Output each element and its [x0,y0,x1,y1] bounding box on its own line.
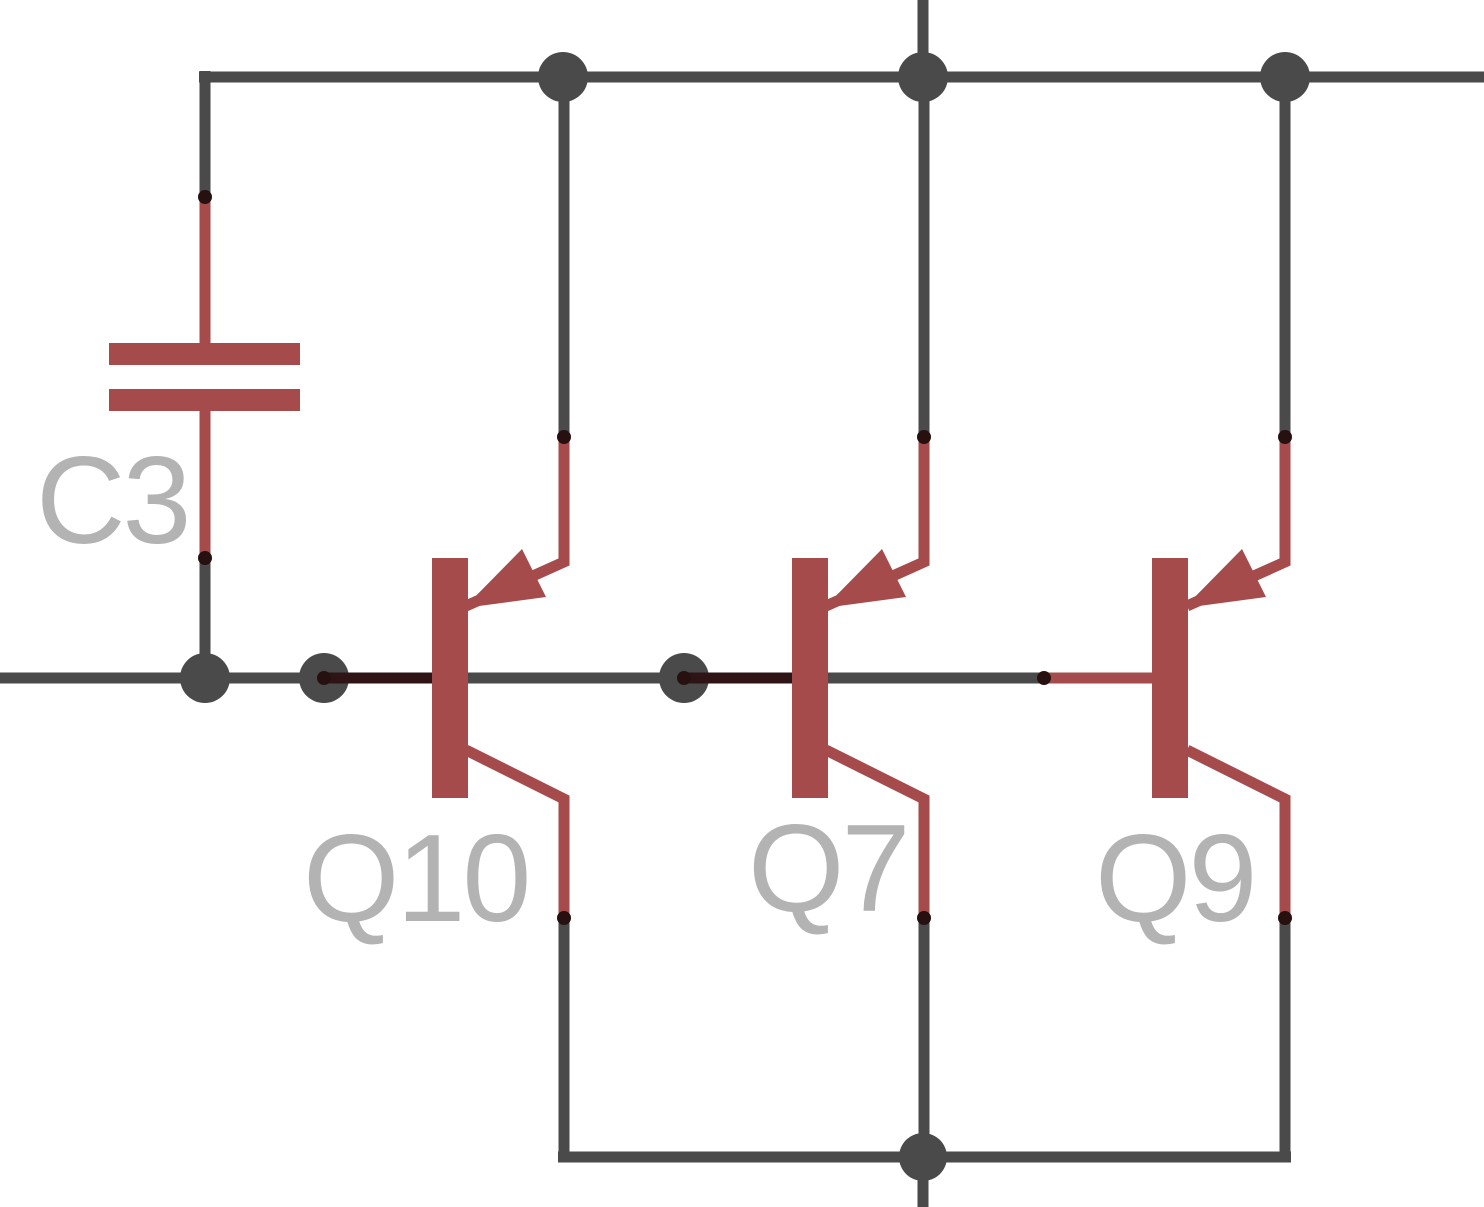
q9-collector-pin [1184,745,1291,918]
junction-base-c3 [180,653,230,703]
q7-base-bar [792,558,828,798]
pin-dot-q7-emitter [917,430,931,444]
capacitor-c3-symbol [109,197,300,558]
label-q7: Q7 [748,800,907,938]
c3-plate-top [109,343,300,365]
pin-dot-q7-base [677,671,691,685]
q10-emitter-arrow-icon [464,549,546,608]
label-q9: Q9 [1095,810,1254,948]
pin-dot-q7-collector [917,911,931,925]
transistor-q9-symbol [1044,437,1291,918]
transistor-q7-symbol [684,437,930,918]
q7-emitter-arrow-icon [824,549,906,608]
pin-dot-q9-base [1037,671,1051,685]
reference-labels: C3 Q10 Q7 Q9 [36,432,1257,948]
pin-dot-q10-emitter [557,430,571,444]
junction-top-right [1260,52,1310,102]
pin-dot-c3-bottom [198,551,212,565]
q9-base-bar [1152,558,1188,798]
pin-dot-q10-base [317,671,331,685]
pin-dot-q9-collector [1278,911,1292,925]
label-c3: C3 [36,432,189,570]
pin-dot-c3-top [198,190,212,204]
pin-dot-q10-collector [557,911,571,925]
junction-bottom [899,1133,947,1181]
q10-collector-pin [463,745,570,918]
transistor-q10-symbol [324,437,570,918]
pin-dot-q9-emitter [1278,430,1292,444]
label-q10: Q10 [303,810,528,948]
q7-collector-pin [823,745,930,918]
c3-plate-bottom [109,389,300,411]
junction-dots [180,52,1310,1181]
junction-top-left [538,52,588,102]
junction-top-middle [898,52,948,102]
q10-base-bar [432,558,468,798]
q9-emitter-arrow-icon [1184,549,1266,608]
pin-end-dots [198,190,1292,925]
